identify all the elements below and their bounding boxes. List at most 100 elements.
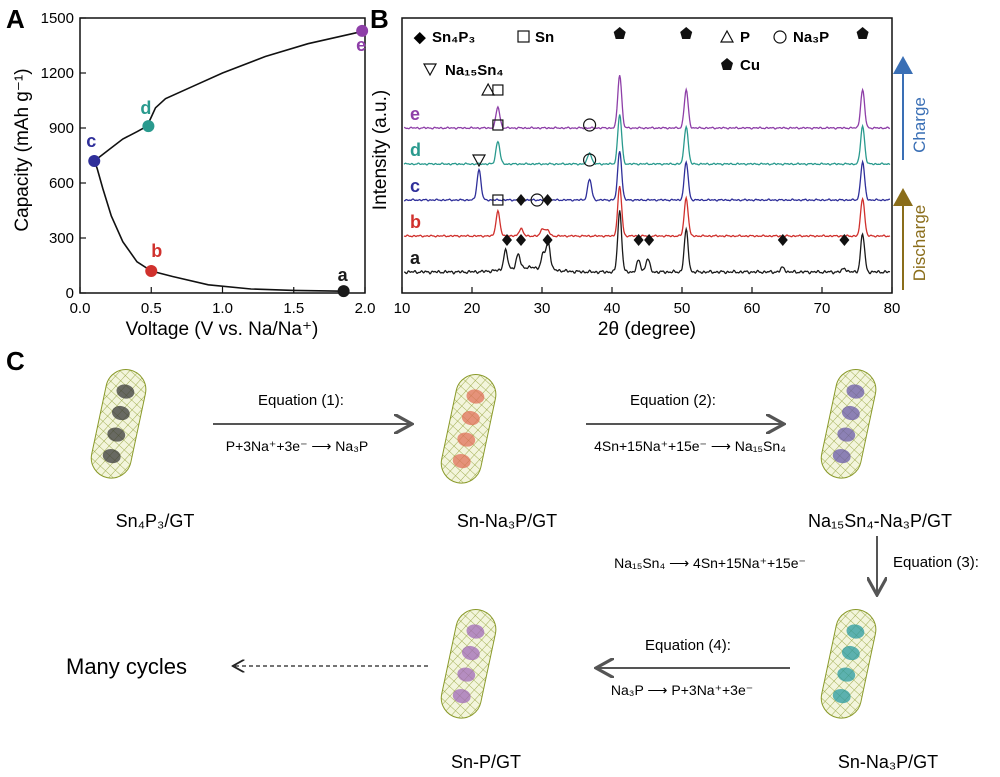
xrd-series-c <box>404 151 890 202</box>
equation-3: Na₁₅Sn₄ ⟶ 4Sn+15Na⁺+15e⁻ <box>614 555 806 571</box>
nanoparticle <box>837 427 856 442</box>
xrd-marker-pentagon <box>680 27 693 39</box>
equation-1: P+3Na⁺+3e⁻ ⟶ Na₃P <box>226 438 369 454</box>
panel-a-letter: A <box>6 4 25 34</box>
plot-a-frame <box>79 17 366 294</box>
panel-b-letter: B <box>370 4 389 34</box>
nanoparticle <box>452 688 471 704</box>
x-tick-label-b: 50 <box>674 300 691 317</box>
x-tick-label-a: 2.0 <box>355 300 376 317</box>
point-label-c: c <box>86 131 96 151</box>
xrd-marker-diamond <box>516 194 526 206</box>
xrd-marker-diamond <box>542 234 553 246</box>
x-tick-label-b: 40 <box>604 300 621 317</box>
nanoparticle <box>841 405 860 421</box>
x-tick-label-b: 60 <box>744 300 761 317</box>
xrd-marker-square <box>492 84 504 96</box>
point-label-a: a <box>338 265 349 285</box>
x-tick-label-a: 1.0 <box>212 300 233 317</box>
equation-2-title: Equation (2): <box>630 392 716 409</box>
x-axis-label-b: 2θ (degree) <box>598 319 696 340</box>
y-tick-label-a: 600 <box>49 175 74 192</box>
nanotube-wall <box>90 369 147 479</box>
xrd-marker-square <box>492 194 504 206</box>
y-tick-label-a: 300 <box>49 230 74 247</box>
discharge-label: Discharge <box>910 205 929 282</box>
point-a <box>337 285 350 298</box>
x-axis-label-a: Voltage (V vs. Na/Na⁺) <box>126 319 319 340</box>
legend-na3p: Na₃P <box>793 29 829 46</box>
capacity-curve <box>93 30 366 292</box>
equation-1-title: Equation (1): <box>258 392 344 409</box>
equation-4: Na₃P ⟶ P+3Na⁺+3e⁻ <box>611 682 753 698</box>
nanotube-wall <box>820 369 877 479</box>
legend-pentagon-icon <box>721 58 733 70</box>
xrd-marker-pentagon <box>613 27 626 39</box>
legend-p: P <box>740 29 750 46</box>
xrd-legend: ◆ Sn₄P₃ Sn P Na₃P Na₁₅Sn₄ Cu <box>413 29 829 79</box>
xrd-marker-diamond <box>644 234 655 246</box>
nanoparticle <box>837 667 856 682</box>
point-e <box>356 24 369 37</box>
point-label-b: b <box>151 241 162 261</box>
y-tick-label-a: 900 <box>49 120 74 137</box>
series-label-e: e <box>410 104 420 124</box>
nanoparticle <box>452 453 471 469</box>
x-tick-label-a: 1.5 <box>283 300 304 317</box>
xrd-marker-diamond <box>502 234 512 246</box>
equation-3-title: Equation (3): <box>893 554 979 571</box>
nanoparticle <box>846 624 865 639</box>
xrd-marker-circle <box>582 153 597 167</box>
y-tick-label-a: 0 <box>66 285 74 302</box>
nanoparticle <box>832 448 851 464</box>
nanotube-1 <box>90 369 147 479</box>
nanoparticle <box>466 389 485 404</box>
xrd-marker-diamond <box>516 234 526 246</box>
xrd-marker-diamond <box>542 194 553 206</box>
nanotube-wall <box>440 374 497 484</box>
nanoparticle <box>466 624 485 639</box>
xrd-series-b <box>403 185 891 238</box>
series-label-b: b <box>410 212 421 232</box>
equation-2: 4Sn+15Na⁺+15e⁻ ⟶ Na₁₅Sn₄ <box>594 438 786 454</box>
xrd-marker-square <box>492 119 504 131</box>
nanotube-wall <box>440 609 497 719</box>
nanotube-wall <box>820 609 877 719</box>
caption-sn4p3-gt: Sn₄P₃/GT <box>116 511 195 531</box>
xrd-marker-circle <box>582 118 597 132</box>
xrd-marker-diamond <box>777 234 788 246</box>
nanoparticle <box>461 645 480 661</box>
nanotube-5 <box>440 609 497 719</box>
x-tick-label-a: 0.5 <box>141 300 162 317</box>
x-tick-label-b: 70 <box>814 300 831 317</box>
nanoparticle <box>107 427 126 442</box>
nanotube-4 <box>820 609 877 719</box>
nanoparticle <box>846 384 865 399</box>
nanoparticle <box>832 688 851 704</box>
series-label-a: a <box>410 248 421 268</box>
xrd-series-e <box>403 75 890 130</box>
point-label-d: d <box>140 98 151 118</box>
legend-circle-icon <box>773 30 787 44</box>
xrd-marker-diamond <box>633 234 644 246</box>
point-b <box>145 265 158 277</box>
nanoparticle <box>457 432 476 447</box>
xrd-marker-pentagon <box>856 27 869 39</box>
nanoparticle <box>461 410 480 426</box>
legend-sn: Sn <box>535 29 554 46</box>
legend-triangle-icon <box>719 29 735 43</box>
caption-sn-p-gt: Sn-P/GT <box>451 752 521 772</box>
x-tick-label-b: 10 <box>394 300 411 317</box>
xrd-marker-triangle-down <box>471 154 487 168</box>
nanoparticle <box>116 384 135 399</box>
x-tick-label-b: 20 <box>464 300 481 317</box>
legend-triangle-down-icon <box>422 63 438 77</box>
legend-na15sn4: Na₁₅Sn₄ <box>445 62 504 79</box>
equation-4-title: Equation (4): <box>645 637 731 654</box>
x-tick-label-b: 30 <box>534 300 551 317</box>
xrd-marker-diamond <box>839 234 850 246</box>
x-tick-label-a: 0.0 <box>70 300 91 317</box>
xrd-marker-triangle <box>481 82 496 96</box>
legend-square-icon <box>517 30 530 43</box>
